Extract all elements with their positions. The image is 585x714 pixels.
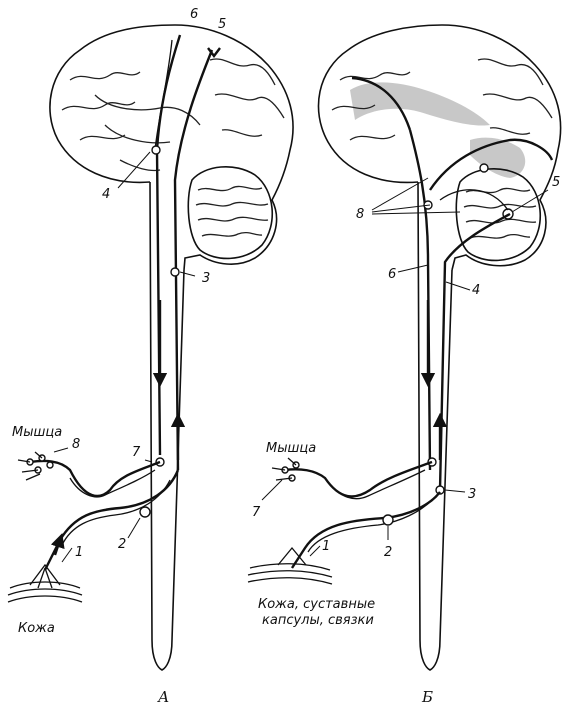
neuron-4-a bbox=[151, 145, 161, 155]
tract-b-loop bbox=[429, 138, 554, 191]
nerve-b-efferent bbox=[327, 469, 426, 500]
tract-b-6 bbox=[408, 129, 432, 471]
label-muscle-a: Мышца bbox=[12, 425, 62, 440]
ganglion-2-a bbox=[139, 506, 151, 518]
tract-b-cortex bbox=[351, 76, 412, 131]
brain-gyri-a bbox=[61, 58, 285, 172]
ganglion-2-b bbox=[382, 514, 394, 526]
panel-caption-b: Б bbox=[421, 688, 433, 706]
leader-7-b bbox=[261, 479, 283, 501]
nerve-a-efferent bbox=[69, 469, 156, 498]
arrowhead-5-a bbox=[207, 47, 221, 58]
leader-2-a bbox=[127, 517, 141, 539]
label-7-b: 7 bbox=[252, 505, 261, 520]
label-1-b: 1 bbox=[322, 539, 330, 554]
leader-1-a bbox=[61, 547, 73, 563]
cerebellum-a bbox=[187, 165, 274, 260]
spinal-cord-a bbox=[149, 181, 185, 671]
label-6-a: 6 bbox=[190, 7, 198, 22]
nerve-a-sensory-inner bbox=[61, 479, 171, 546]
label-2-b: 2 bbox=[384, 545, 392, 560]
label-8-b: 8 bbox=[356, 207, 364, 222]
label-skin-b-line2: капсулы, связки bbox=[262, 613, 374, 628]
brain-gyri-b bbox=[331, 58, 553, 141]
label-5-b: 5 bbox=[552, 175, 560, 190]
leader-6-b bbox=[397, 264, 429, 273]
shaded-region-b1 bbox=[350, 82, 490, 126]
label-5-a: 5 bbox=[218, 17, 226, 32]
label-3-b: 3 bbox=[468, 487, 476, 502]
label-6-b: 6 bbox=[388, 267, 396, 282]
tract-b-loop2 bbox=[439, 189, 509, 211]
label-skin-b-line1: Кожа, суставные bbox=[258, 597, 375, 612]
skin-receptor-b bbox=[247, 546, 333, 585]
nerve-a-to-muscle bbox=[29, 459, 161, 498]
label-skin-a: Кожа bbox=[18, 621, 55, 636]
leader-4-a bbox=[117, 151, 151, 189]
label-3-a: 3 bbox=[202, 271, 210, 286]
label-muscle-b: Мышца bbox=[266, 441, 316, 456]
tract-b-4 bbox=[438, 212, 511, 491]
leader-1-b bbox=[309, 545, 321, 557]
panel-b: 5 8 6 4 3 2 1 7 Мышца Кожа, суставные ка… bbox=[247, 24, 562, 706]
label-1-a: 1 bbox=[75, 545, 83, 560]
tract-a-inner bbox=[154, 39, 173, 151]
muscle-endings-a bbox=[17, 451, 54, 481]
pointers-8-b bbox=[371, 177, 461, 215]
brain-outline-b bbox=[317, 24, 562, 271]
nerve-b-to-muscle bbox=[284, 460, 433, 498]
label-8-a: 8 bbox=[72, 437, 80, 452]
label-4-b: 4 bbox=[472, 283, 480, 298]
muscle-endings-b bbox=[271, 457, 300, 482]
label-2-a: 2 bbox=[118, 537, 126, 552]
tract-a-ascending bbox=[173, 49, 214, 471]
leader-7-a bbox=[144, 459, 153, 463]
panel-caption-a: А bbox=[157, 688, 169, 706]
nerve-b-sensory-inner bbox=[307, 499, 433, 553]
skin-receptor-a bbox=[7, 563, 83, 603]
nerve-b-sensory bbox=[290, 491, 441, 569]
panel-a: 6 5 4 3 7 8 2 1 Мышца Кожа А bbox=[7, 7, 294, 706]
arrow-sensory-a bbox=[50, 533, 65, 556]
leader-3-a bbox=[179, 271, 196, 277]
cerebellum-b bbox=[455, 163, 542, 262]
leader-8-a bbox=[53, 447, 69, 453]
label-4-a: 4 bbox=[102, 187, 110, 202]
label-7-a: 7 bbox=[132, 445, 141, 460]
neuron-3-b bbox=[435, 485, 445, 495]
leader-4-b bbox=[445, 281, 471, 291]
nerve-a-sensory bbox=[43, 469, 180, 571]
neuron-3-a bbox=[170, 267, 180, 277]
leader-5-b bbox=[511, 189, 549, 213]
brain-outline-a bbox=[49, 24, 294, 271]
spinal-cord-b bbox=[417, 181, 453, 671]
leader-3-b bbox=[444, 489, 466, 493]
